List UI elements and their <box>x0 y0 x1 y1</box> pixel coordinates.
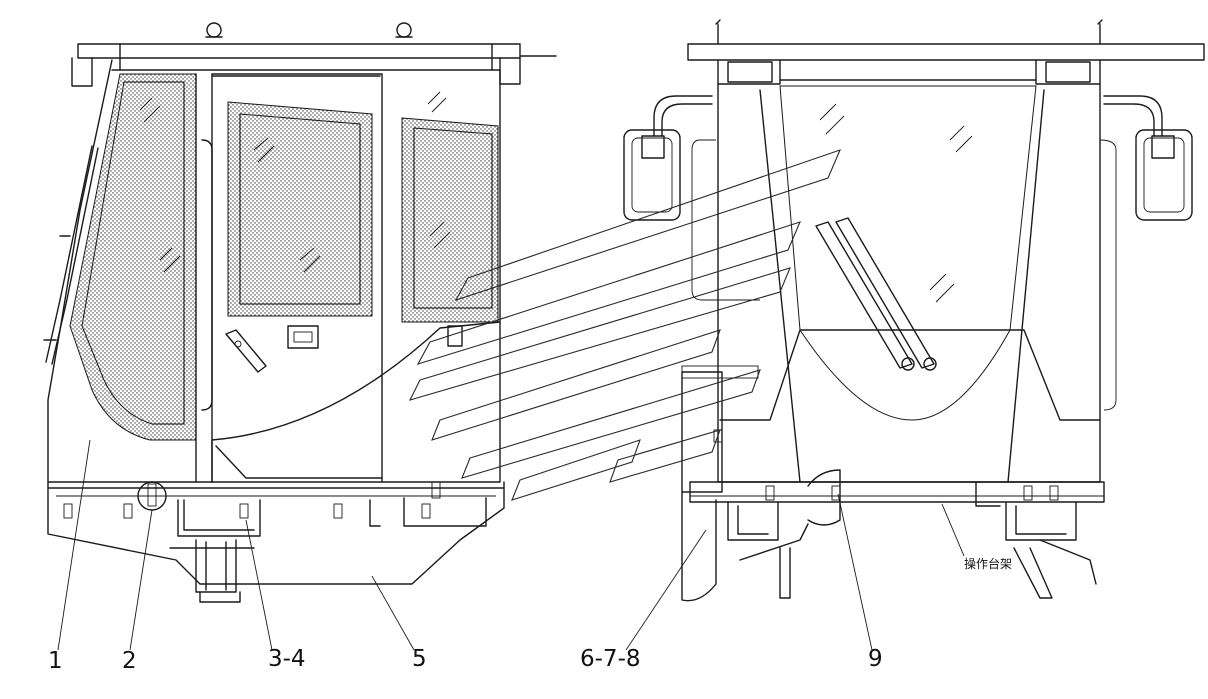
leader-3-4 <box>245 519 273 651</box>
frame-label: 操作台架 <box>964 556 1012 571</box>
leader-9 <box>837 493 873 651</box>
callout-3-4: 3-4 <box>268 646 306 672</box>
callout-5: 5 <box>412 646 427 672</box>
leader-1 <box>57 439 91 651</box>
leader-frame <box>941 503 965 557</box>
callout-labels: 1 2 3-4 5 6-7-8 9 操作台架 <box>48 556 1012 674</box>
callout-9: 9 <box>868 646 883 672</box>
leader-6-7-8 <box>625 529 707 651</box>
leader-2 <box>129 509 153 651</box>
callout-1: 1 <box>48 648 63 674</box>
cab-front-view <box>623 19 1205 602</box>
callout-6-7-8: 6-7-8 <box>580 646 641 672</box>
leader-5 <box>371 575 415 651</box>
watermark-logo <box>408 149 841 501</box>
leader-lines <box>57 439 965 651</box>
cab-side-view <box>43 22 557 603</box>
callout-2: 2 <box>122 648 137 674</box>
